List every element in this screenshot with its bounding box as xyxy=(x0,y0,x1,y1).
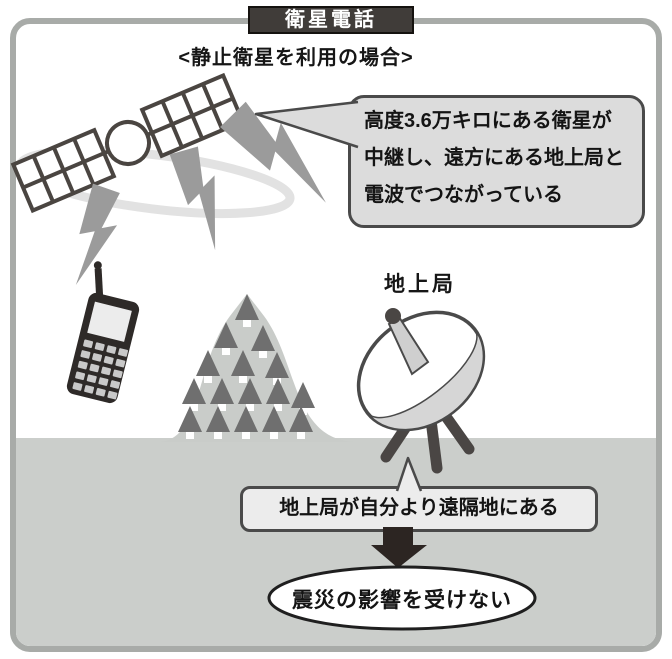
ground-area xyxy=(16,438,656,646)
bubble-line-3: 電波でつながっている xyxy=(364,184,563,206)
speech-bubble-text: 高度3.6万キロにある衛星が 中継し、遠方にある地上局と 電波でつながっている xyxy=(364,103,634,214)
callout-text: 地上局が自分より遠隔地にある xyxy=(279,497,559,519)
conclusion-text: 震災の影響を受けない xyxy=(292,589,512,612)
subtitle: <静止衛星を利用の場合> xyxy=(178,47,414,69)
page-title: 衛星電話 xyxy=(248,6,414,34)
bubble-line-1: 高度3.6万キロにある衛星が xyxy=(364,110,612,132)
speech-bubble xyxy=(348,95,645,228)
ground-station-label: 地上局 xyxy=(384,273,456,296)
bubble-line-2: 中継し、遠方にある地上局と xyxy=(364,147,624,169)
